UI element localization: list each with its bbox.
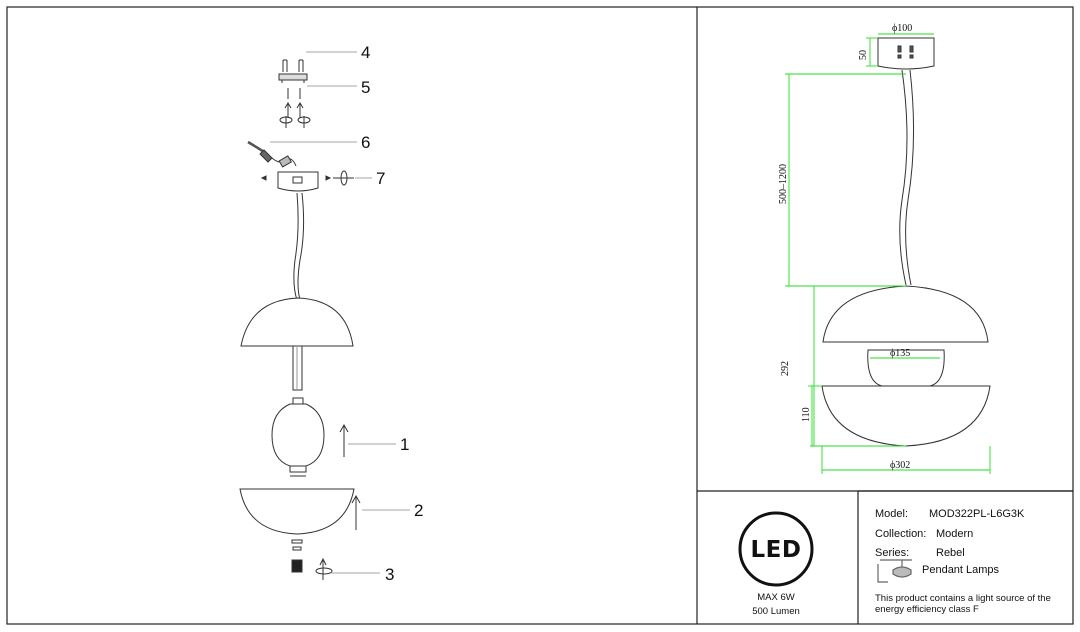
series-value: Rebel — [936, 547, 965, 559]
arrow-part-3 — [319, 557, 327, 580]
cable-dim — [899, 69, 908, 286]
led-block: LED MAX 6W 500 Lumen — [738, 511, 814, 617]
part-3-cap — [291, 539, 303, 573]
anchor-screws — [279, 102, 311, 128]
arrow-part-1 — [339, 423, 349, 457]
energy-line-1: This product contains a light source of … — [875, 593, 1051, 604]
model-label: Model: — [875, 508, 908, 520]
part-2-lower-shade — [239, 488, 355, 535]
part-label-7: 7 — [376, 169, 385, 188]
part-5-bracket — [278, 73, 308, 99]
drawing-frame — [6, 6, 1074, 625]
exploded-view — [239, 59, 361, 580]
upper-shade-dim — [822, 285, 989, 343]
dimension-lines — [785, 33, 991, 474]
led-logo: LED — [751, 537, 802, 563]
energy-line-2: energy efficiency class F — [875, 604, 979, 615]
part-1-bulb — [271, 397, 325, 477]
dim-cable-length: 500–1200 — [778, 164, 789, 204]
collection-label: Collection: — [875, 528, 926, 540]
leader-lines — [270, 51, 410, 574]
dim-lower-shade-height: 110 — [801, 407, 812, 422]
pendant-lamp-icon — [877, 559, 912, 583]
cable-exploded — [293, 192, 299, 301]
series-label: Series: — [875, 547, 909, 559]
max-power: MAX 6W — [757, 592, 795, 603]
upper-shade-exploded — [240, 297, 354, 347]
category: Pendant Lamps — [922, 564, 1000, 576]
dim-shade-diameter: ϕ302 — [890, 460, 910, 471]
part-label-6: 6 — [361, 133, 370, 152]
led-logo-circle — [738, 511, 814, 587]
part-6-wire — [247, 140, 297, 168]
model-value: MOD322PL-L6G3K — [929, 508, 1025, 520]
spec-block: Model: MOD322PL-L6G3K Collection: Modern… — [875, 508, 1051, 615]
lumen: 500 Lumen — [752, 606, 800, 617]
dimension-view — [821, 37, 991, 447]
dim-canopy-diameter: ϕ100 — [892, 23, 912, 34]
part-label-1: 1 — [400, 435, 409, 454]
dim-canopy-height: 50 — [858, 50, 869, 60]
lower-shade-dim — [821, 385, 991, 447]
arrow-part-2 — [351, 494, 361, 530]
part-4-screws — [282, 59, 304, 72]
part-label-5: 5 — [361, 78, 370, 97]
part-label-4: 4 — [361, 43, 370, 62]
part-7-screw — [333, 170, 354, 186]
dim-total-head-height: 292 — [780, 361, 791, 376]
collection-value: Modern — [936, 528, 973, 540]
dim-sphere-diameter: ϕ135 — [890, 348, 910, 359]
part-label-2: 2 — [414, 501, 423, 520]
canopy-dim — [877, 37, 935, 70]
canopy-exploded — [260, 171, 332, 192]
part-label-3: 3 — [385, 565, 394, 584]
